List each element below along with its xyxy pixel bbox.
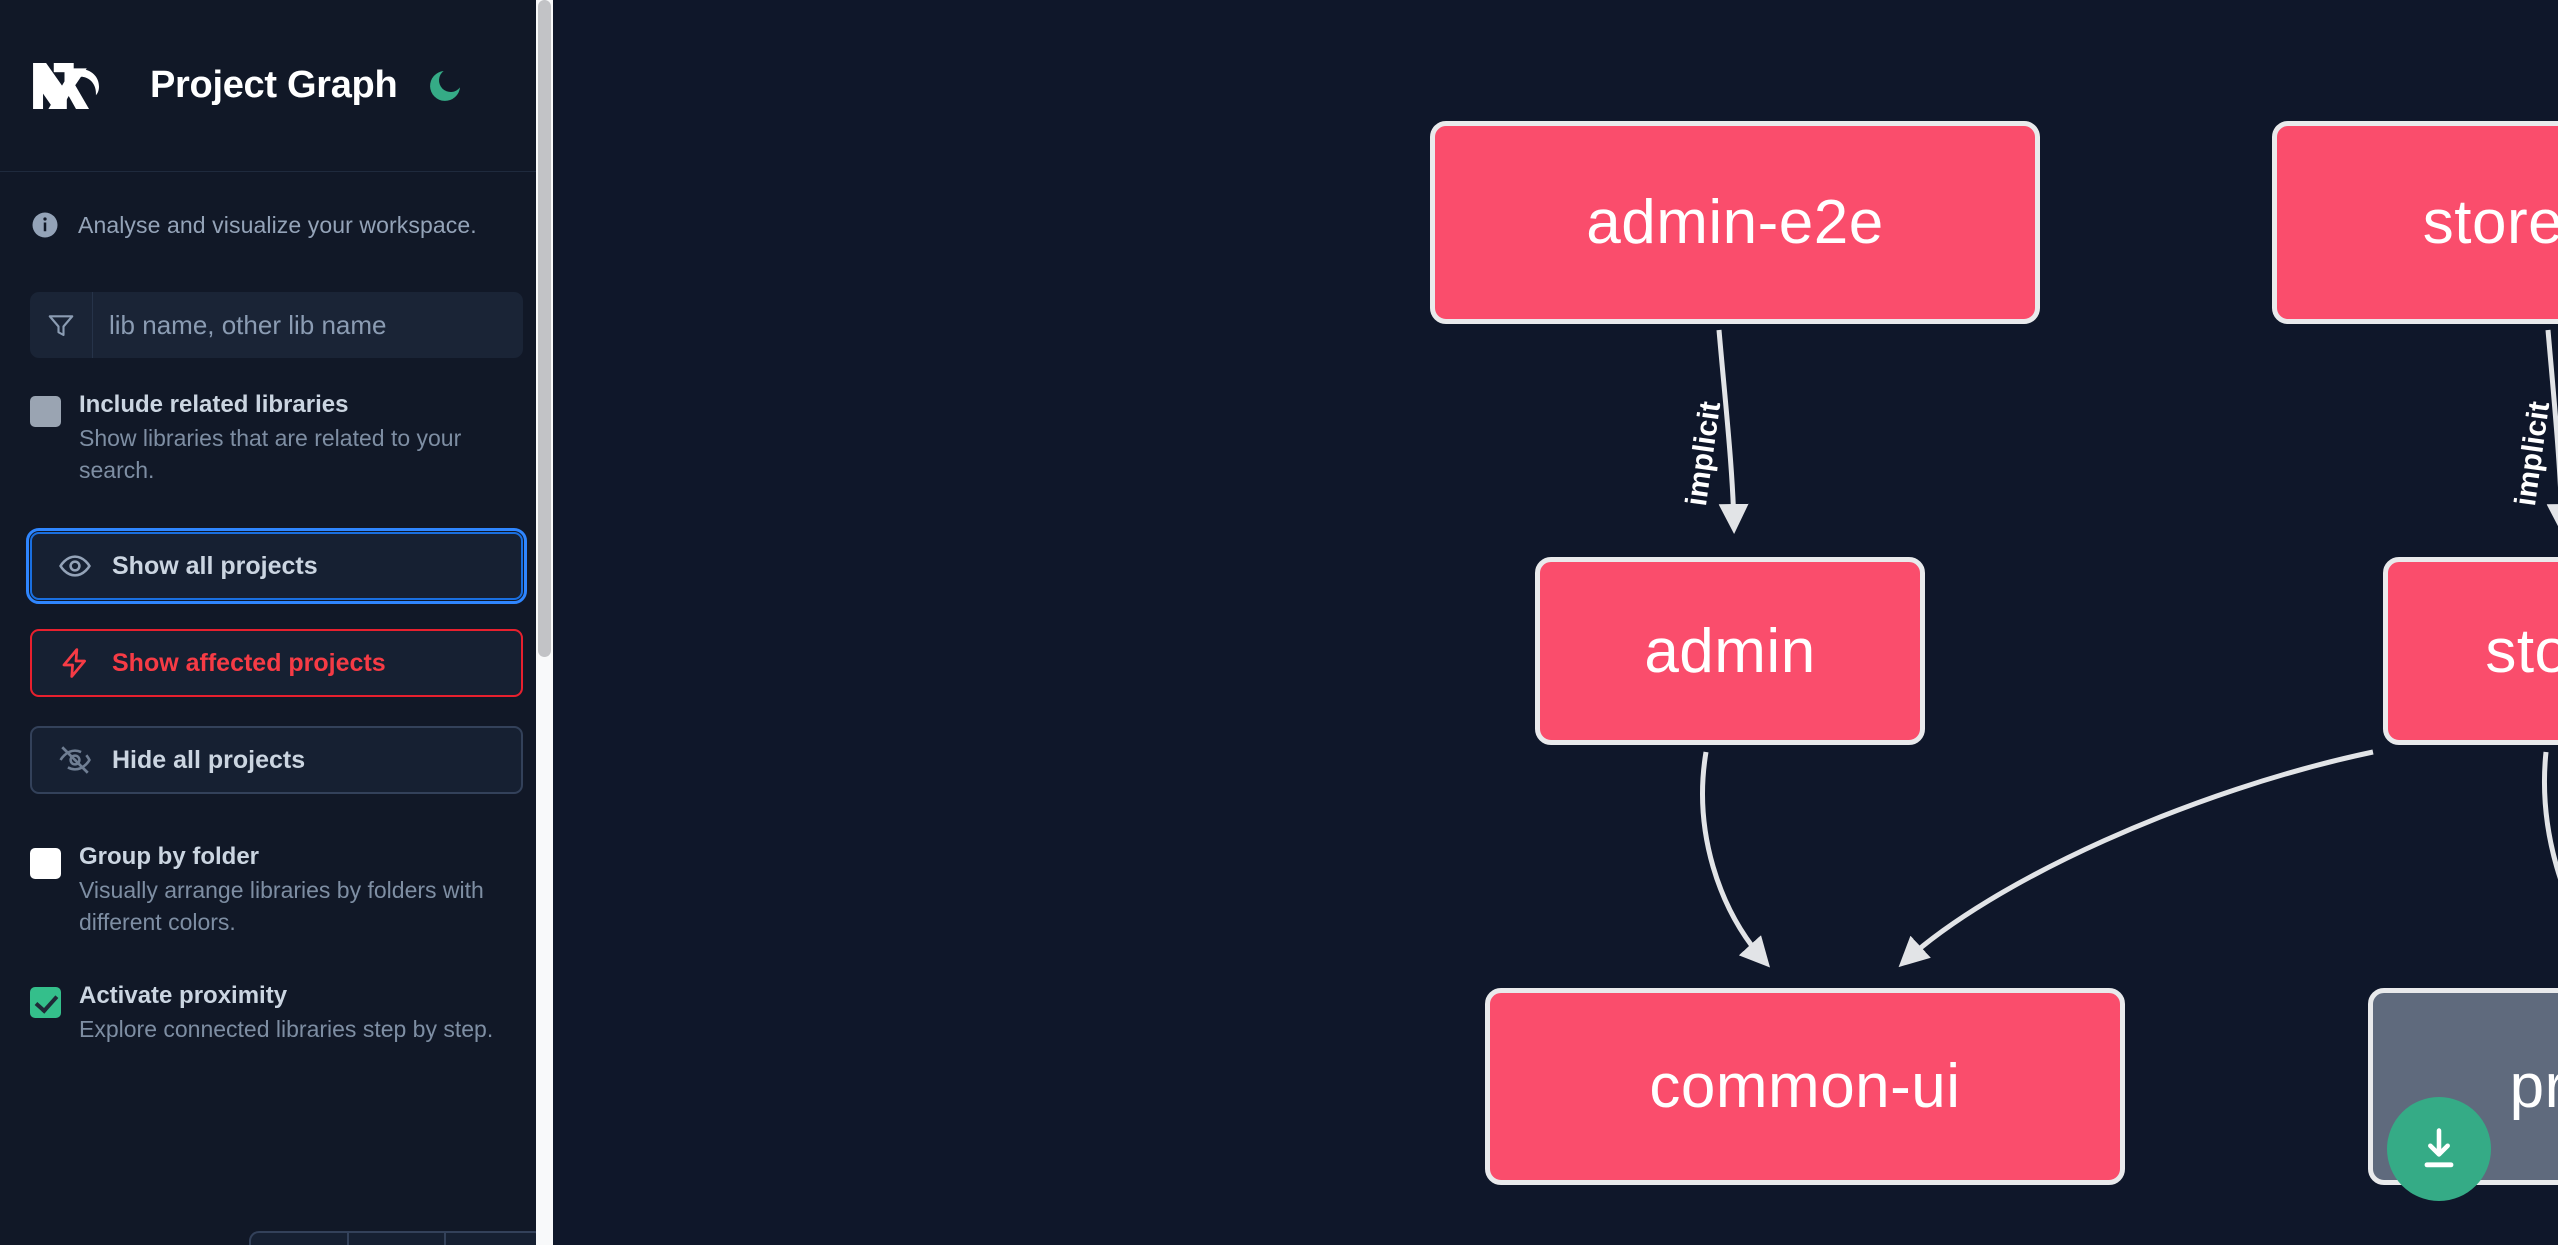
edge-store-e2e-to-store [2545,329,2558,534]
activate-proximity-checkbox[interactable] [30,986,61,1018]
sidebar-scrollbar[interactable] [536,0,553,1245]
include-related-libraries-checkbox[interactable] [30,396,61,427]
workspace-info: Analyse and visualize your workspace. [0,172,553,240]
proximity-step-increment[interactable] [446,1233,542,1245]
svg-text:implicit: implicit [2509,399,2556,508]
graph-node-label: common-ui [1649,1052,1961,1121]
edge-admin-e2e-to-admin [1716,329,1749,534]
group-by-folder-description: Visually arrange libraries by folders wi… [79,877,484,936]
proximity-step-button-group[interactable] [249,1231,544,1245]
group-by-folder-checkbox[interactable] [30,848,61,880]
svg-text:implicit: implicit [1680,399,1727,508]
workspace-info-text: Analyse and visualize your workspace. [78,211,477,238]
sidebar-header: Project Graph [0,0,553,172]
graph-canvas[interactable]: implicit implicit admin-e2e store-e2e ad… [553,0,2558,1245]
sidebar: Project Graph Analyse and visualize your… [0,0,553,1245]
graph-node-store-e2e[interactable]: store-e2e [2272,121,2558,324]
filter-search-box[interactable] [30,292,523,358]
moon-icon[interactable] [423,64,467,108]
search-input[interactable] [93,292,523,358]
nx-logo-icon[interactable] [30,55,122,117]
page-title: Project Graph [150,64,398,106]
graph-edges: implicit implicit [1678,329,2558,968]
edge-label-store-implicit: implicit [2507,397,2558,510]
download-graph-button[interactable] [2387,1097,2491,1201]
include-related-libraries-label: Include related libraries [79,391,349,418]
eye-off-icon [59,746,91,775]
proximity-step-decrement[interactable] [251,1233,349,1245]
include-related-libraries-description: Show libraries that are related to your … [79,425,462,483]
graph-node-common-ui[interactable]: common-ui [1485,988,2125,1185]
graph-node-label: store [2485,616,2558,686]
download-icon [2424,1128,2454,1168]
proximity-step-value [349,1233,447,1245]
funnel-icon [30,292,93,358]
edge-store-to-common-ui [1898,749,2374,968]
lightning-icon [62,648,86,679]
show-all-projects-button[interactable]: Show all projects [26,528,527,605]
show-affected-projects-label: Show affected projects [112,648,386,677]
option-group-by-folder[interactable]: Group by folder Visually arrange librari… [0,842,553,938]
eye-icon [59,555,91,578]
info-circle-icon [32,212,58,238]
graph-node-admin[interactable]: admin [1535,557,1925,745]
edge-store-to-products [2542,751,2558,880]
show-all-projects-label: Show all projects [112,551,318,580]
graph-node-label: products [2509,1052,2558,1121]
graph-node-admin-e2e[interactable]: admin-e2e [1430,121,2040,324]
hide-all-projects-label: Hide all projects [112,745,306,774]
option-activate-proximity[interactable]: Activate proximity Explore connected lib… [0,981,553,1046]
group-by-folder-label: Group by folder [79,843,259,871]
edge-admin-to-common-ui [1700,751,1771,968]
edge-label-admin-implicit: implicit [1678,397,1729,510]
graph-node-label: admin-e2e [1586,188,1884,257]
sidebar-scrollbar-thumb[interactable] [538,0,551,657]
graph-node-store[interactable]: store [2383,557,2558,745]
graph-node-label: store-e2e [2422,188,2558,257]
option-include-related-libraries[interactable]: Include related libraries Show libraries… [0,390,553,486]
show-affected-projects-button[interactable]: Show affected projects [30,629,523,698]
activate-proximity-label: Activate proximity [79,981,288,1009]
hide-all-projects-button[interactable]: Hide all projects [30,726,523,795]
graph-node-label: admin [1644,616,1816,686]
activate-proximity-description: Explore connected libraries step by step… [79,1015,494,1042]
